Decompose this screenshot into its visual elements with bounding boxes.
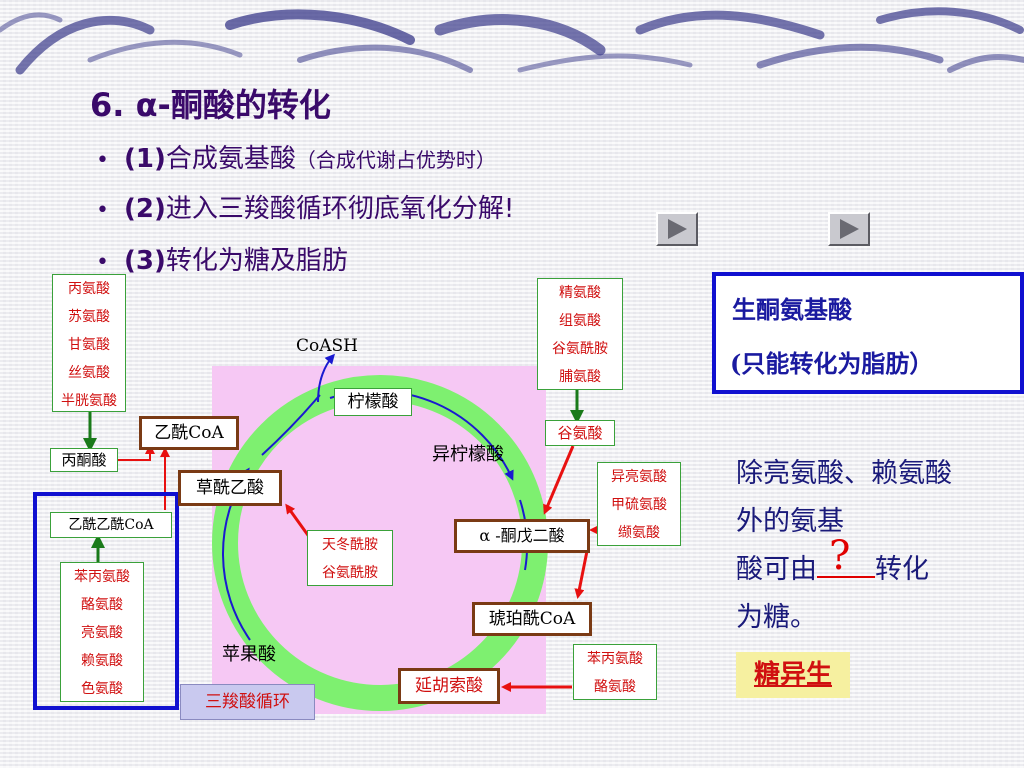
aa-label: 脯氨酸	[559, 369, 601, 385]
node-pyruvate: 丙酮酸	[50, 448, 118, 472]
bullet-dot: •	[96, 250, 109, 275]
side-note-line1: 除亮氨酸、赖氨酸外的氨基	[736, 458, 952, 537]
play-button-2[interactable]	[828, 212, 870, 246]
side-note-line2a: 酸可由	[736, 554, 817, 585]
coash-arrow	[317, 353, 335, 403]
aa-label: 异亮氨酸	[611, 469, 667, 485]
ketogenic-title: 生酮氨基酸	[732, 295, 852, 324]
aa-label: 甲硫氨酸	[611, 497, 667, 513]
bullet-2-num: (2)	[124, 194, 166, 224]
arrow-pyruvate-acetylcoa	[118, 444, 155, 461]
aa-label: 苯丙氨酸	[587, 651, 643, 667]
side-note-line2: 酸可由? 转化	[736, 533, 976, 594]
label-isocitrate: 异柠檬酸	[432, 444, 504, 465]
box-succinyl-group: 异亮氨酸 甲硫氨酸 缬氨酸	[597, 462, 681, 546]
ketogenic-note: (只能转化为脂肪）	[730, 349, 934, 378]
node-citrate: 柠檬酸	[334, 388, 412, 416]
aa-label: 谷氨酰胺	[322, 565, 378, 581]
aa-label: 缬氨酸	[618, 525, 660, 541]
aa-label: 甘氨酸	[68, 337, 110, 353]
aa-label: 丙氨酸	[68, 281, 110, 297]
node-succinyl-coa: 琥珀酰CoA	[472, 602, 592, 636]
play-triangle-icon	[840, 219, 859, 239]
node-acetyl-coa: 乙酰CoA	[139, 416, 239, 450]
side-note-line3: 为糖。	[736, 602, 817, 633]
question-mark: ?	[829, 533, 851, 579]
bullet-3: • (3)转化为糖及脂肪	[96, 240, 348, 277]
ketogenic-group-frame	[33, 492, 179, 710]
node-fumarate: 延胡索酸	[398, 668, 500, 704]
box-acetoacetyl-group: 苯丙氨酸 酪氨酸 亮氨酸 赖氨酸 色氨酸	[60, 562, 144, 702]
bullet-dot: •	[96, 148, 109, 173]
gluconeogenesis-answer[interactable]: 糖异生	[736, 652, 850, 698]
play-button-1[interactable]	[656, 212, 698, 246]
node-glutamate: 谷氨酸	[545, 420, 615, 446]
bullet-1-num: (1)	[124, 144, 166, 174]
box-glutamate-group: 精氨酸 组氨酸 谷氨酰胺 脯氨酸	[537, 278, 623, 390]
node-oxaloacetate: 草酰乙酸	[178, 470, 282, 506]
arrow-akg-succinyl	[574, 545, 590, 599]
aa-label: 酪氨酸	[594, 679, 636, 695]
aa-label: 天冬酰胺	[322, 537, 378, 553]
bullet-1: • (1)合成氨基酸（合成代谢占优势时）	[96, 138, 496, 175]
bullet-2-text: 进入三羧酸循环彻底氧化分解!	[165, 194, 515, 224]
box-fumarate-group: 苯丙氨酸 酪氨酸	[573, 644, 657, 700]
aa-label: 色氨酸	[81, 681, 123, 697]
bullet-3-text: 转化为糖及脂肪	[165, 246, 348, 276]
label-malate: 苹果酸	[222, 644, 276, 665]
bullet-2: • (2)进入三羧酸循环彻底氧化分解!	[96, 188, 514, 225]
aa-label: 组氨酸	[559, 313, 601, 329]
aa-label: 半胱氨酸	[61, 393, 117, 409]
label-coash: CoASH	[296, 336, 358, 356]
aa-label: 亮氨酸	[81, 625, 123, 641]
aa-label: 苯丙氨酸	[74, 569, 130, 585]
aa-label: 酪氨酸	[81, 597, 123, 613]
aa-label: 苏氨酸	[68, 309, 110, 325]
box-oaa-group: 天冬酰胺 谷氨酰胺	[307, 530, 393, 586]
page-title: 6. α-酮酸的转化	[90, 86, 331, 124]
side-note-line2b: 转化	[875, 554, 929, 585]
bullet-1-text: 合成氨基酸	[165, 144, 296, 174]
bullet-3-num: (3)	[124, 246, 166, 276]
arrow-glutamate-akg	[543, 445, 575, 515]
aa-label: 谷氨酰胺	[552, 341, 608, 357]
aa-label: 精氨酸	[559, 285, 601, 301]
node-acetoacetyl-coa: 乙酰乙酰CoA	[50, 512, 172, 538]
label-tca-cycle: 三羧酸循环	[180, 684, 315, 720]
answer-blank: ?	[817, 533, 875, 579]
bullet-1-note: （合成代谢占优势时）	[295, 148, 496, 172]
side-note: 除亮氨酸、赖氨酸外的氨基 酸可由? 转化 为糖。	[736, 450, 976, 642]
play-triangle-icon	[668, 219, 687, 239]
aa-label: 赖氨酸	[81, 653, 123, 669]
node-alpha-ketoglutarate: α -酮戊二酸	[454, 519, 590, 553]
box-pyruvate-group: 丙氨酸 苏氨酸 甘氨酸 丝氨酸 半胱氨酸	[52, 274, 126, 412]
ketogenic-box: 生酮氨基酸 (只能转化为脂肪）	[712, 272, 1024, 394]
aa-label: 丝氨酸	[68, 365, 110, 381]
bullet-dot: •	[96, 198, 109, 223]
decorative-banner	[0, 7, 1024, 75]
